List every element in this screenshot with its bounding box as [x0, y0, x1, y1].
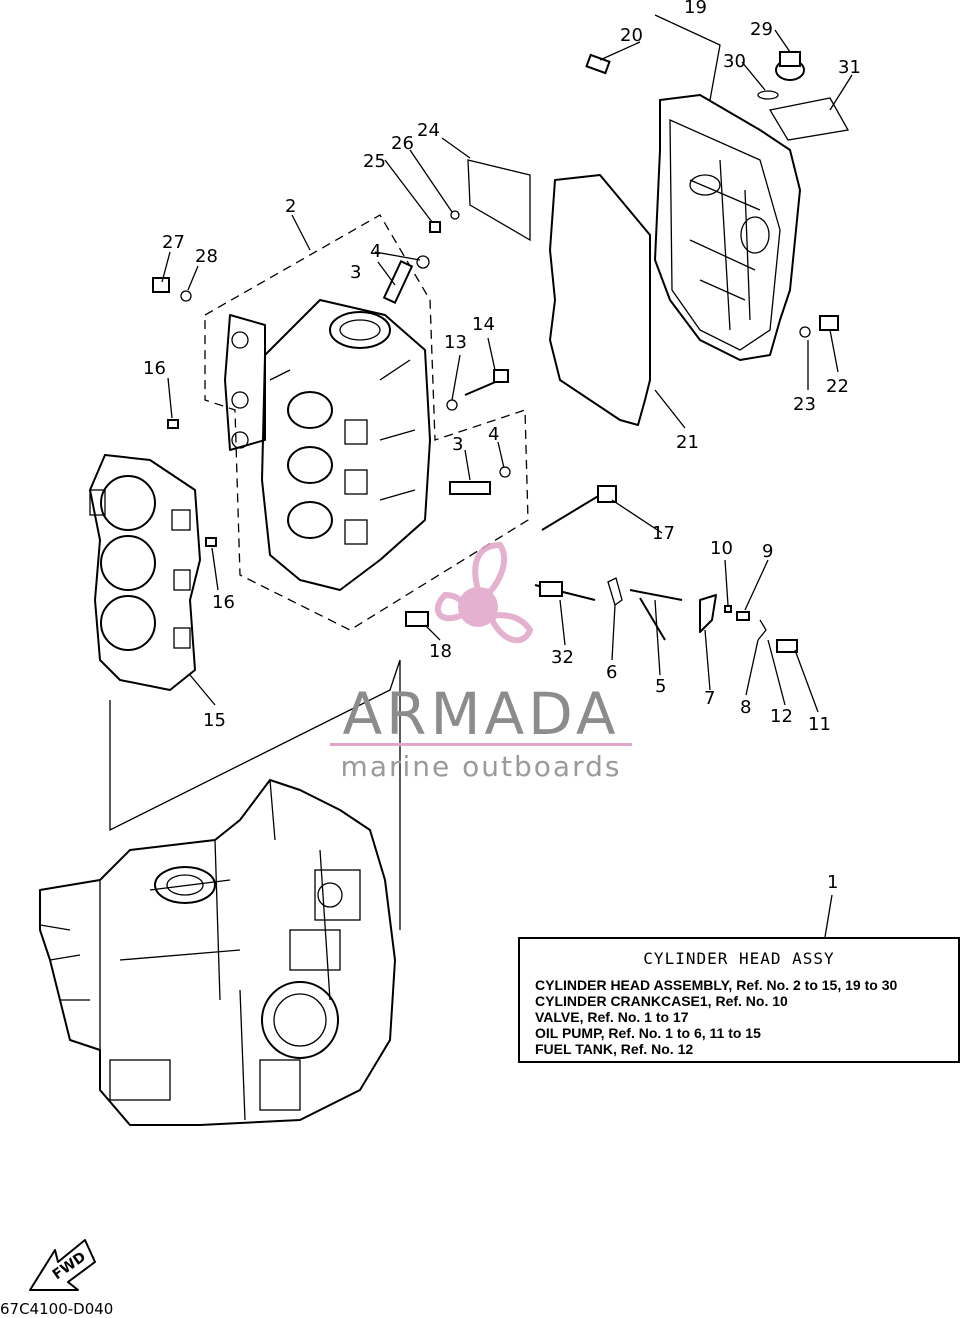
- callout-8: 8: [740, 697, 751, 718]
- callout-5: 5: [655, 676, 666, 697]
- callout-19: 19: [684, 0, 707, 18]
- callout-25: 25: [363, 151, 386, 172]
- callout-22: 22: [826, 376, 849, 397]
- callout-9: 9: [762, 541, 773, 562]
- cover-gasket: [549, 174, 651, 426]
- legend-lines: CYLINDER HEAD ASSEMBLY, Ref. No. 2 to 15…: [535, 977, 897, 1057]
- watermark-tagline: marine outboards: [340, 750, 622, 783]
- legend-line: CYLINDER HEAD ASSEMBLY, Ref. No. 2 to 15…: [535, 977, 898, 993]
- head-gasket: [89, 454, 201, 691]
- callout-1: 1: [827, 872, 838, 893]
- callout-32: 32: [551, 647, 574, 668]
- head-cover: [654, 94, 801, 361]
- callout-18: 18: [429, 641, 452, 662]
- callout-20: 20: [620, 25, 643, 46]
- callout-12: 12: [770, 706, 793, 727]
- drawing-code: 67C4100-D040: [0, 1300, 114, 1318]
- callout-6: 6: [606, 662, 617, 683]
- callout-23: 23: [793, 394, 816, 415]
- callout-31: 31: [838, 57, 861, 78]
- assembly-legend: CYLINDER HEAD ASSY CYLINDER HEAD ASSEMBL…: [518, 937, 960, 1063]
- leader-lines: [161, 14, 853, 938]
- legend-line: OIL PUMP, Ref. No. 1 to 6, 11 to 15: [535, 1025, 761, 1041]
- callout-16-lower: 16: [212, 592, 235, 613]
- callout-7: 7: [704, 688, 715, 709]
- gasket-to-block-lines: [109, 659, 401, 930]
- legend-line: CYLINDER CRANKCASE1, Ref. No. 10: [535, 993, 788, 1009]
- callouts: 1 2 3 3 4 4 5 6 7 8 9 10 11 12 13 14 15 …: [143, 0, 861, 893]
- legend-line: FUEL TANK, Ref. No. 12: [535, 1041, 694, 1057]
- callout-3-upper: 3: [350, 262, 361, 283]
- legend-line: VALVE, Ref. No. 1 to 17: [535, 1009, 689, 1025]
- callout-16-upper: 16: [143, 358, 166, 379]
- callout-10: 10: [710, 538, 733, 559]
- callout-24: 24: [417, 120, 440, 141]
- callout-4-upper: 4: [370, 241, 381, 262]
- callout-21: 21: [676, 432, 699, 453]
- callout-17: 17: [652, 523, 675, 544]
- callout-29: 29: [750, 19, 773, 40]
- callout-28: 28: [195, 246, 218, 267]
- callout-27: 27: [162, 232, 185, 253]
- fwd-arrow-icon: FWD: [29, 1239, 96, 1291]
- small-parts: [152, 51, 850, 656]
- watermark-divider: [330, 743, 632, 746]
- callout-15: 15: [203, 710, 226, 731]
- callout-11: 11: [808, 714, 831, 735]
- callout-14: 14: [472, 314, 495, 335]
- callout-26: 26: [391, 133, 414, 154]
- legend-title: CYLINDER HEAD ASSY: [643, 949, 835, 968]
- propeller-logo-icon: [434, 541, 534, 644]
- callout-30: 30: [723, 51, 746, 72]
- callout-2: 2: [285, 196, 296, 217]
- callout-13: 13: [444, 332, 467, 353]
- crankcase-block: [39, 779, 396, 1126]
- cylinder-head: [204, 214, 529, 631]
- watermark-brand-name: ARMADA: [342, 680, 620, 748]
- callout-3-lower: 3: [452, 434, 463, 455]
- callout-4-lower: 4: [488, 424, 499, 445]
